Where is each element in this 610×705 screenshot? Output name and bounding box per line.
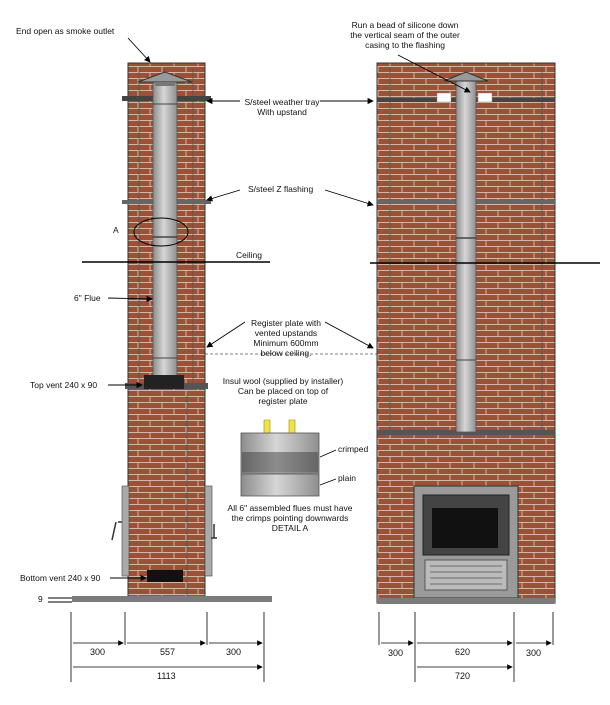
flue-label: 6" Flue [74,293,101,303]
detail-a-marker: A [113,225,119,235]
ceiling-label: Ceiling [236,250,262,260]
dim-right-side-b: 300 [526,648,542,658]
nine-label: 9 [38,594,43,604]
dim-right-overall: 720 [455,671,471,681]
detail-a-illustration [240,419,337,497]
smoke-outlet-label: End open as smoke outlet [16,26,115,36]
left-elevation [72,62,272,602]
silicone-label: Run a bead of silicone down the vertical… [350,20,460,50]
insul-wool-label: Insul wool (supplied by installer) Can b… [222,376,344,406]
plain-label: plain [338,473,356,483]
dim-left-side-a: 300 [90,647,106,657]
crimp-note: All 6" assembled flues must have the cri… [227,503,353,533]
dim-right-center: 620 [455,647,471,657]
right-elevation [376,62,556,604]
z-flashing-label: S/steel Z flashing [248,184,314,194]
top-vent-label: Top vent 240 x 90 [30,380,98,390]
register-plate-label: Register plate with vented upstands Mini… [251,318,321,358]
leader-arrows [48,37,471,603]
dim-left-side-b: 300 [226,647,242,657]
detail-a-title: DETAIL A [271,523,309,533]
bottom-vent-label: Bottom vent 240 x 90 [20,573,101,583]
dim-right-side-a: 300 [388,648,404,658]
dim-left-center: 557 [160,647,176,657]
crimped-label: crimped [338,444,369,454]
dim-left-overall: 1113 [157,671,176,681]
weather-tray-label: S/steel weather tray With upstand [244,97,320,117]
dimension-lines [70,612,554,682]
